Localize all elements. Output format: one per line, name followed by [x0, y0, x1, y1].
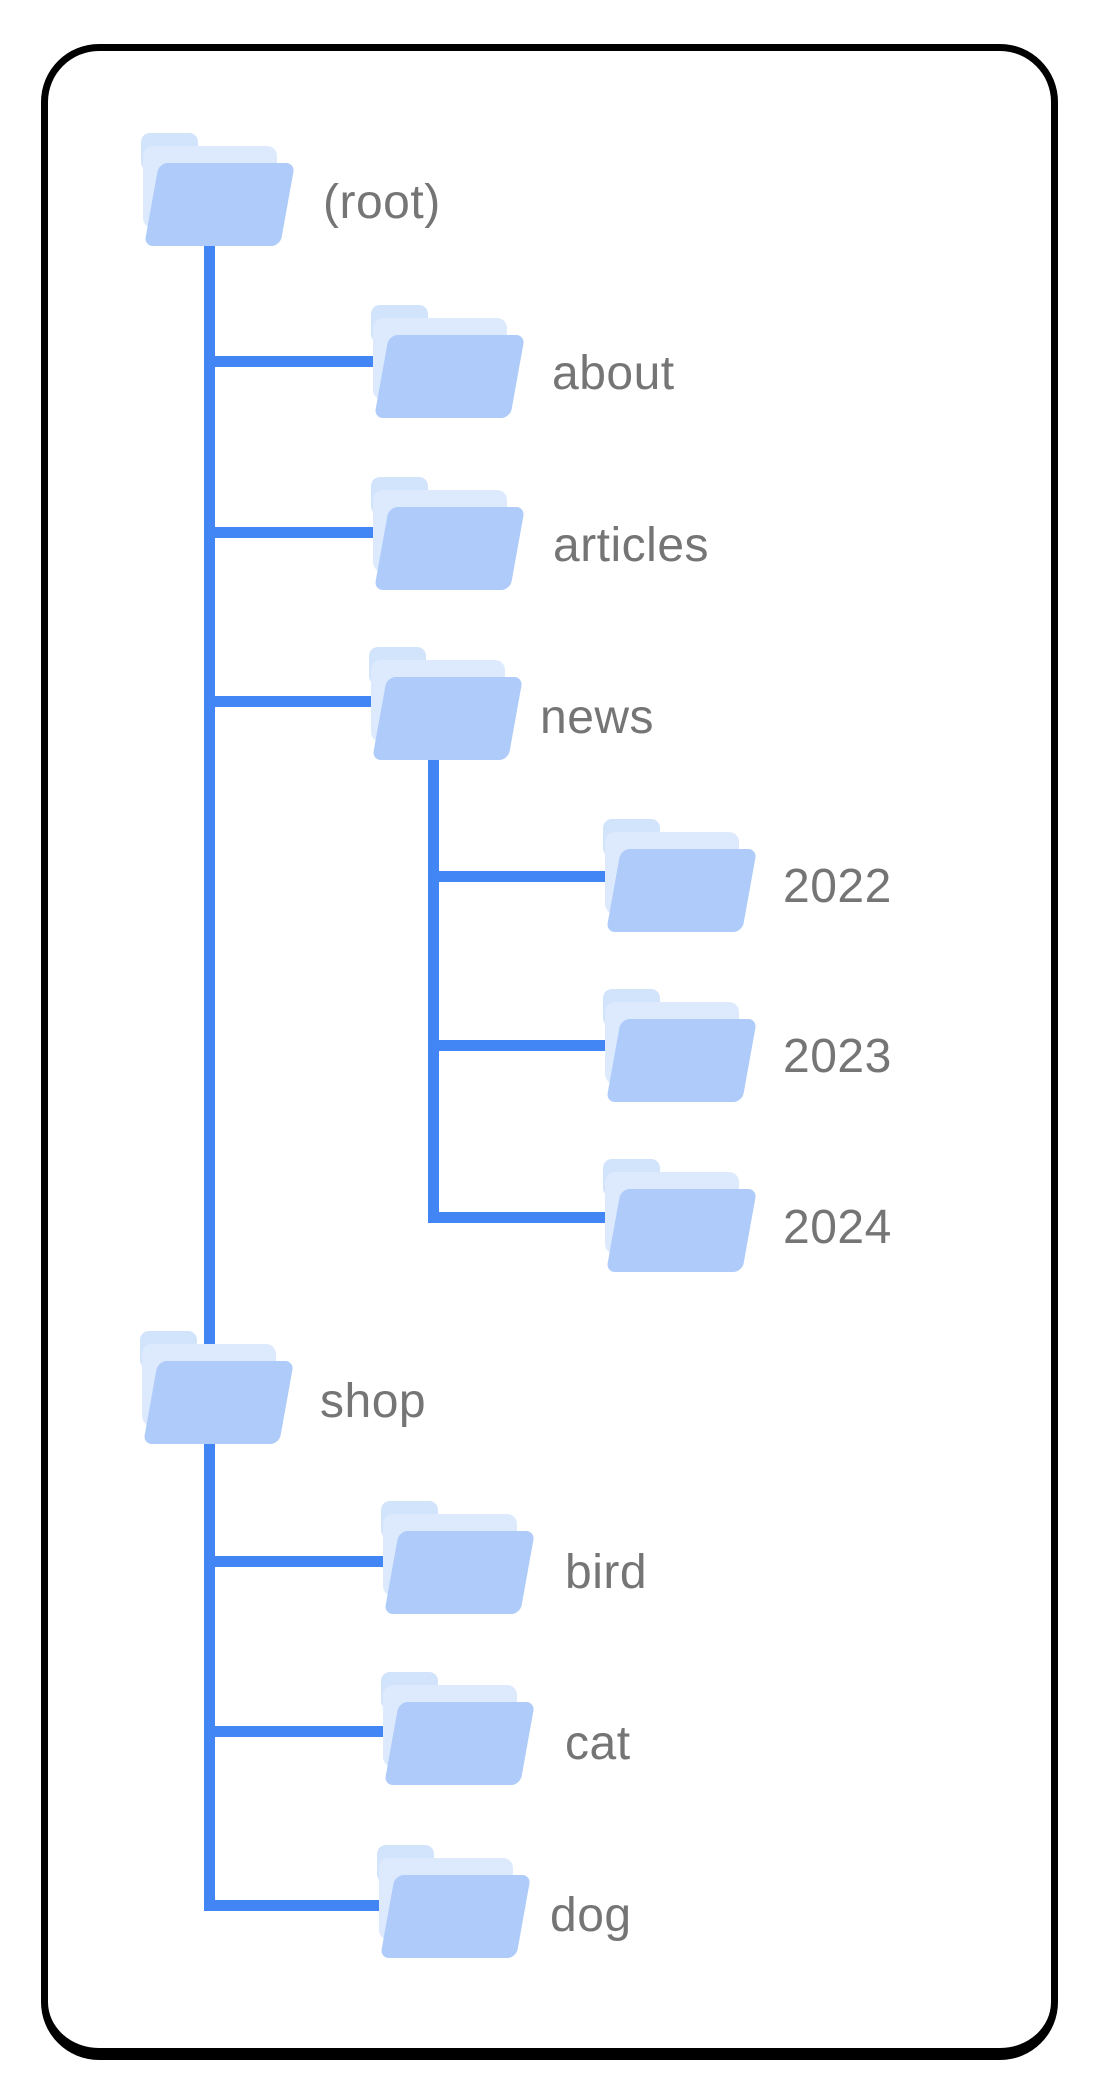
connector-branch-dog	[204, 1900, 388, 1911]
tree-node-label-bird: bird	[565, 1546, 648, 1599]
connector-branch-2022	[428, 871, 608, 882]
diagram-card-border	[41, 44, 1058, 2060]
connector-branch-2023	[428, 1040, 608, 1051]
connector-branch-articles	[204, 527, 376, 538]
connector-branch-bird	[204, 1556, 388, 1567]
tree-node-label-news: news	[540, 691, 655, 744]
tree-node-label-2023: 2023	[783, 1030, 892, 1083]
connector-branch-2024	[428, 1212, 608, 1223]
connector-branch-cat	[204, 1726, 388, 1737]
connector-branch-news	[204, 696, 376, 707]
tree-node-label-about: about	[552, 347, 675, 400]
connector-branch-about	[204, 356, 376, 367]
tree-node-label-dog: dog	[550, 1889, 632, 1942]
tree-node-label-articles: articles	[553, 519, 710, 572]
connector-trunk-news	[428, 759, 439, 1223]
connector-trunk-root	[204, 246, 215, 1911]
tree-node-label-root: (root)	[323, 176, 441, 229]
tree-node-label-shop: shop	[320, 1375, 427, 1428]
tree-node-label-2022: 2022	[783, 860, 892, 913]
tree-node-label-2024: 2024	[783, 1201, 892, 1254]
tree-node-label-cat: cat	[565, 1717, 631, 1770]
